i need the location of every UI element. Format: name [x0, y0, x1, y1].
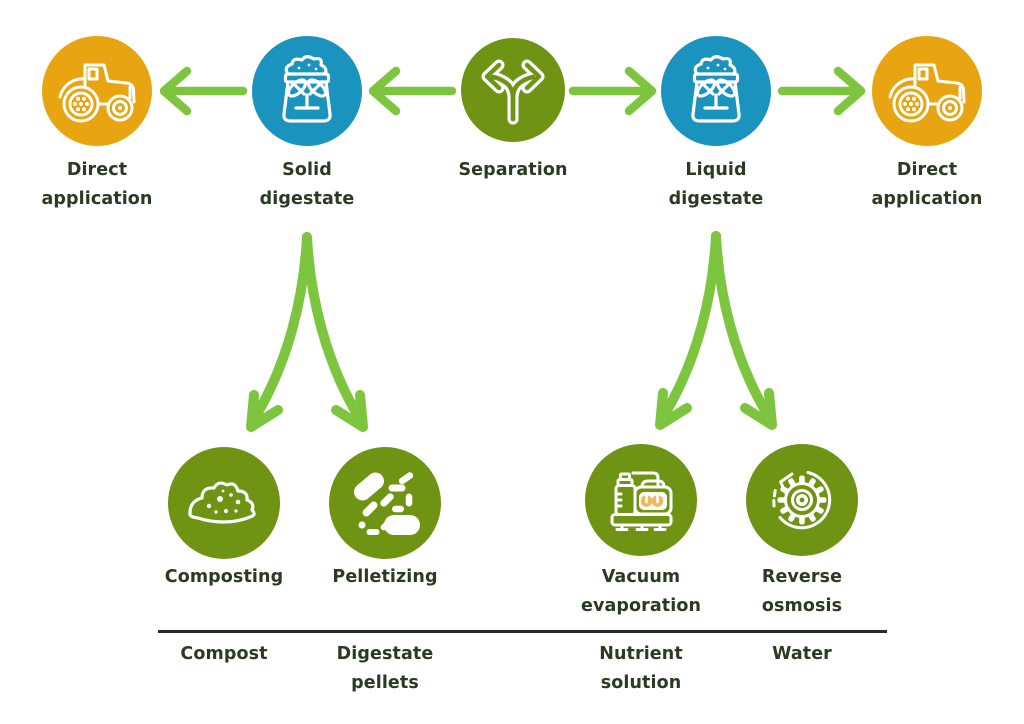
label-vacuum-evaporation: Vacuum evaporation — [580, 567, 702, 616]
label-pelletizing: Pelletizing — [332, 567, 438, 587]
label-direct-application-right: Direct application — [871, 160, 983, 209]
arrow-liquid-to-direct-right — [777, 66, 866, 116]
digestate-bag-icon — [691, 55, 741, 123]
arrow-liquid-to-reverse-osmosis — [711, 231, 777, 430]
label-composting: Composting — [164, 567, 284, 587]
output-divider-line — [158, 630, 887, 633]
digestate-bag-icon — [282, 55, 332, 123]
arrow-separation-to-solid — [368, 66, 457, 116]
label-digestate-pellets: Digestate pellets — [336, 644, 434, 693]
label-liquid-digestate: Liquid digestate — [668, 160, 764, 209]
label-nutrient-solution: Nutrient solution — [599, 644, 683, 693]
node-direct-application-left — [42, 36, 152, 146]
label-compost: Compost — [180, 644, 268, 664]
node-pelletizing — [329, 447, 441, 559]
label-water: Water — [772, 644, 832, 664]
pellets-icon — [353, 472, 420, 535]
node-liquid-digestate — [661, 36, 771, 146]
tractor-icon — [58, 63, 136, 123]
arrow-solid-to-direct-left — [159, 66, 248, 116]
tractor-icon — [888, 63, 966, 123]
label-separation: Separation — [458, 160, 568, 180]
arrow-solid-to-composting — [246, 232, 312, 432]
label-reverse-osmosis: Reverse osmosis — [761, 567, 843, 616]
node-vacuum-evaporation — [585, 444, 697, 556]
arrow-separation-to-liquid — [568, 66, 657, 116]
split-arrows-icon — [481, 59, 545, 125]
compost-pile-icon — [188, 481, 256, 524]
node-composting — [168, 447, 280, 559]
node-separation — [461, 38, 565, 142]
label-solid-digestate: Solid digestate — [259, 160, 355, 209]
node-direct-application-right — [872, 36, 982, 146]
arrow-liquid-to-vacuum-evaporation — [655, 231, 721, 430]
node-reverse-osmosis — [746, 444, 858, 556]
evaporator-machine-icon — [610, 471, 673, 531]
gear-cycle-icon — [772, 471, 832, 530]
label-direct-application-left: Direct application — [41, 160, 153, 209]
arrow-solid-to-pelletizing — [302, 232, 368, 432]
node-solid-digestate — [252, 36, 362, 146]
